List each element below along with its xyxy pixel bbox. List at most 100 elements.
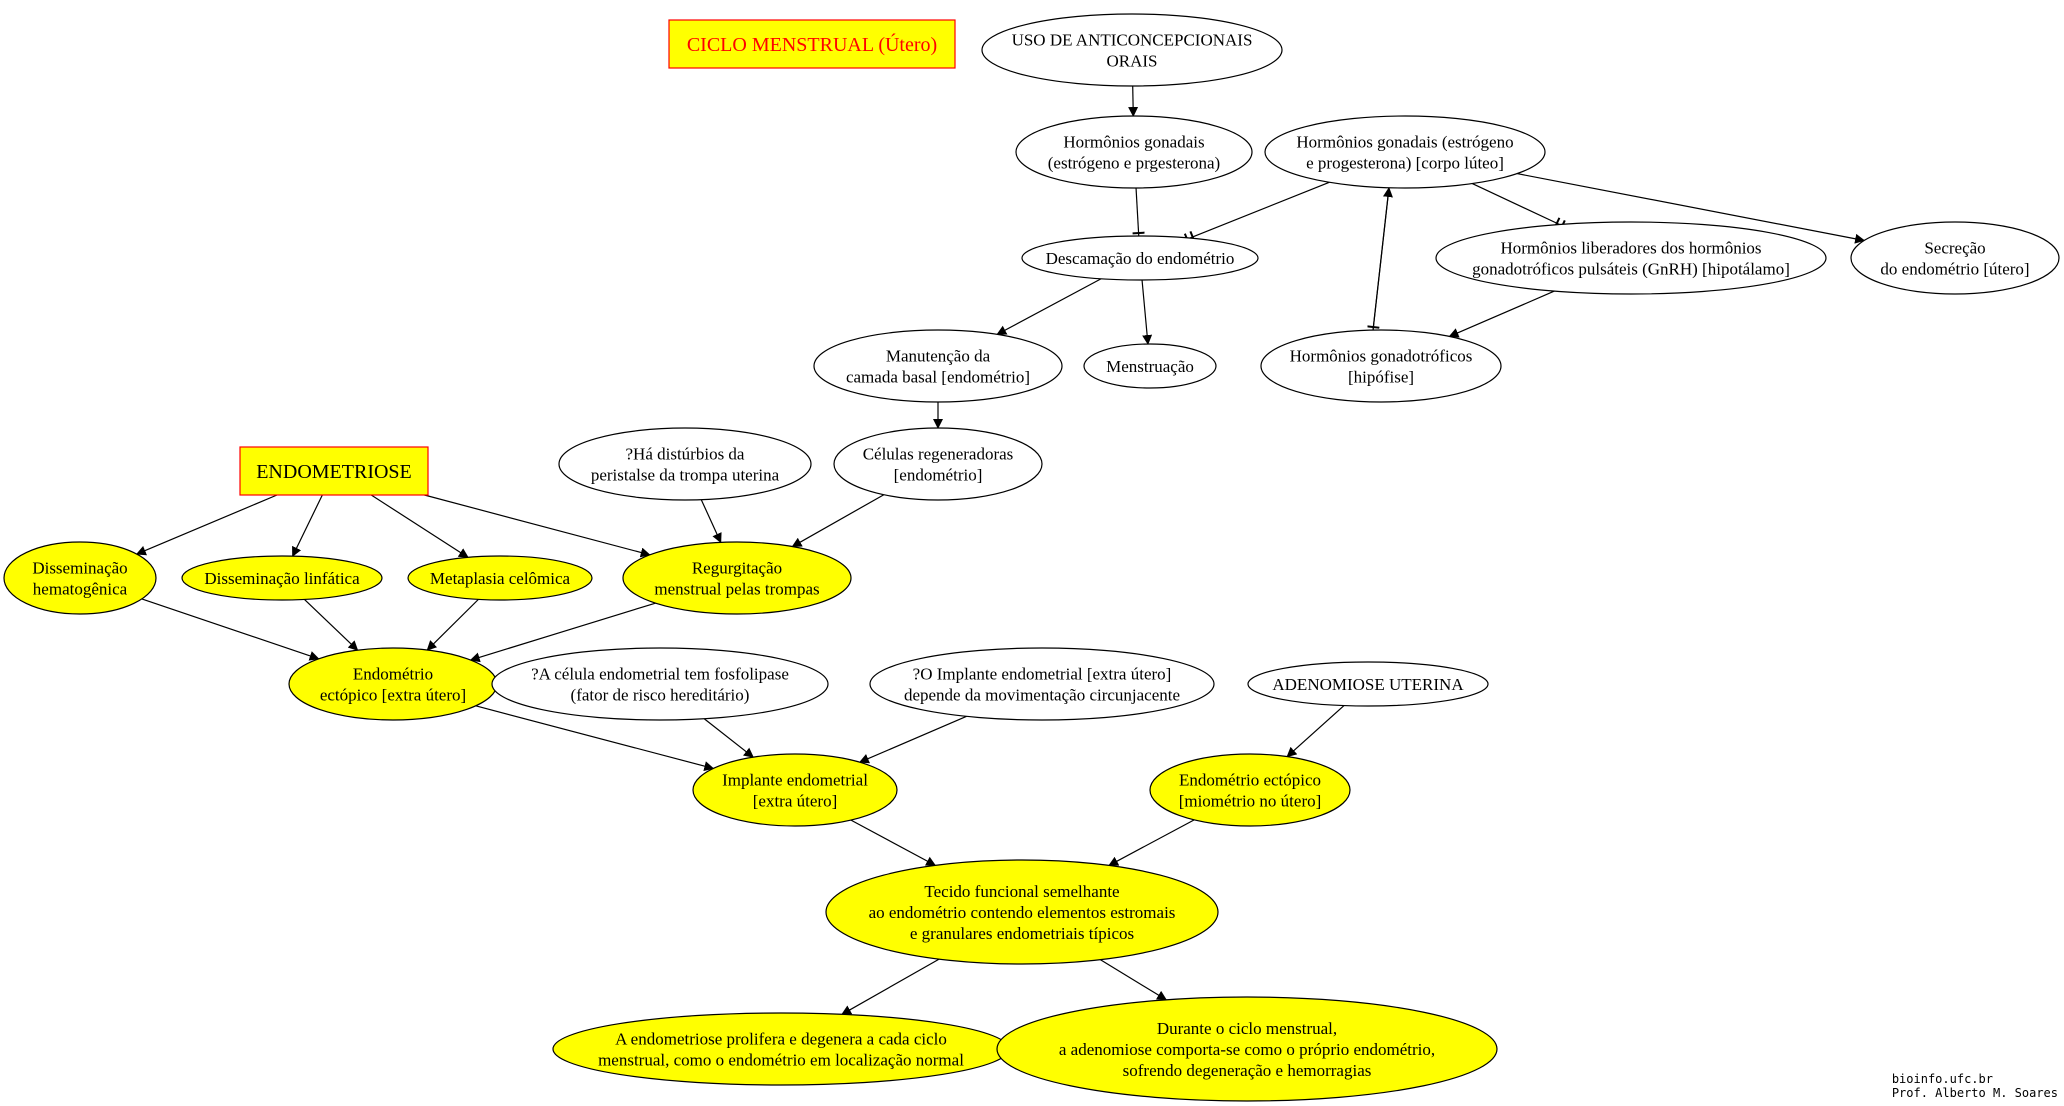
node-metaplasia-shape [407,555,593,601]
edge-hematogenica-to-ectopico [141,598,320,661]
edge-endometriose-to-linfatica [292,494,323,558]
edge-gnrh-to-gonadotroficos [1448,290,1555,338]
node-menstruacao-shape [1083,343,1217,389]
node-gnrh: Hormônios liberadores dos hormôniosgonad… [1435,221,1827,295]
node-prolifera-line-1: menstrual, como o endométrio em localiza… [598,1051,964,1070]
node-uso-line-1: ORAIS [1106,52,1157,71]
edge-horm_gon_cl-to-descamacao [1183,181,1330,246]
node-gonadotroficos: Hormônios gonadotróficos [hipófise] [1260,329,1502,403]
edge-implante_dep-to-implante [858,715,967,764]
node-horm_gon-line-1: (estrógeno e prgesterona) [1048,154,1220,173]
edge-tecido-to-durante [1099,959,1168,1001]
node-durante-shape [996,996,1498,1102]
title-endometriose: ENDOMETRIOSE [256,461,412,483]
node-disturbios-line-0: ?Há distúrbios da [626,445,745,464]
edge-disturbios-to-regurgitacao [700,499,722,544]
node-ectopico_mio-line-0: Endométrio ectópico [1179,771,1321,790]
edge-ectopico-to-implante [475,705,715,771]
node-ectopico-line-1: ectópico [extra útero] [320,686,466,705]
node-implante-shape [692,753,898,827]
node-horm_gon: Hormônios gonadais (estrógeno e prgestero… [1015,115,1253,189]
edge-descamacao-to-menstruacao [1141,279,1153,346]
title-box-endometriose: ENDOMETRIOSE [239,446,429,496]
node-linfatica: Disseminação linfática [181,555,383,601]
node-celulas: Células regeneradoras[endométrio] [833,427,1043,501]
node-implante: Implante endometrial[extra útero] [692,753,898,827]
node-linfatica-line-0: Disseminação linfática [204,569,360,588]
node-fosfolipase-line-0: ?A célula endometrial tem fosfolipase [531,665,789,684]
node-secrecao-shape [1850,221,2060,295]
node-menstruacao-line-0: Menstruação [1106,357,1194,376]
node-descamacao-line-0: Descamação do endométrio [1046,249,1235,268]
node-hematogenica-line-0: Disseminação [32,559,127,578]
node-metaplasia-line-0: Metaplasia celômica [430,569,571,588]
node-descamacao-shape [1021,235,1259,281]
title-box-ciclo-shape [668,19,956,69]
edge-metaplasia-to-ectopico [426,598,479,651]
node-uso-line-0: USO DE ANTICONCEPCIONAIS [1012,31,1253,50]
node-prolifera-line-0: A endometriose prolifera e degenera a ca… [615,1030,947,1049]
node-gonadotroficos-shape [1260,329,1502,403]
node-implante-line-1: [extra útero] [753,792,837,811]
node-disturbios: ?Há distúrbios da peristalse da trompa ut… [558,427,812,501]
node-regurgitacao-line-1: menstrual pelas trompas [654,580,819,599]
node-implante_dep-line-1: depende da movimentação circunjacente [904,686,1180,705]
node-ectopico_mio-line-1: [miométrio no útero] [1179,792,1322,811]
node-ectopico_mio: Endométrio ectópico [miométrio no útero] [1149,753,1351,827]
node-horm_gon-line-0: Hormônios gonadais [1063,133,1204,152]
node-gonadotroficos-line-1: [hipófise] [1348,368,1414,387]
edge-linfatica-to-ectopico [304,599,359,651]
edge-uso-to-horm_gon [1128,85,1139,118]
node-fosfolipase: ?A célula endometrial tem fosfolipase(fa… [491,647,829,721]
edge-implante-to-tecido [850,819,937,866]
node-secrecao: Secreção do endométrio [útero] [1850,221,2060,295]
edge-horm_gon-to-descamacao [1132,187,1145,241]
title-ciclo: CICLO MENSTRUAL (Útero) [687,32,937,56]
node-horm_gon_cl-line-1: e progesterona) [corpo lúteo] [1306,154,1504,173]
node-disturbios-line-1: peristalse da trompa uterina [591,466,780,485]
node-durante-line-2: sofrendo degeneração e hemorragias [1123,1061,1372,1080]
node-secrecao-line-1: do endométrio [útero] [1880,260,2029,279]
node-tecido-line-2: e granulares endometriais típicos [910,924,1134,943]
edge-descamacao-to-manutencao [996,278,1102,335]
node-gnrh-line-0: Hormônios liberadores dos hormônios [1500,239,1761,258]
node-tecido-line-0: Tecido funcional semelhante [924,882,1119,901]
node-adenomiose: ADENOMIOSE UTERINA [1247,661,1489,707]
credit-site: bioinfo.ufc.br [1891,1072,1993,1086]
node-ectopico-shape [288,647,498,721]
node-hematogenica-line-1: hematogênica [33,580,128,599]
edge-endometriose-to-metaplasia [370,494,469,558]
edge-ectopico_mio-to-tecido [1108,819,1195,866]
node-prolifera-shape [552,1012,1010,1086]
edge-celulas-to-regurgitacao [791,494,885,548]
edge-adenomiose-to-ectopico_mio [1286,705,1345,758]
node-hematogenica-shape [3,541,157,615]
node-regurgitacao: Regurgitação menstrual pelas trompas [622,541,852,615]
node-gonadotroficos-line-0: Hormônios gonadotróficos [1290,347,1473,366]
node-secrecao-line-0: Secreção [1924,239,1985,258]
edges [135,85,1866,1015]
edge-horm_gon_cl-to-gnrh [1472,183,1566,232]
node-hematogenica: Disseminação hematogênica [3,541,157,615]
node-regurgitacao-line-0: Regurgitação [692,559,782,578]
node-celulas-shape [833,427,1043,501]
node-implante_dep-line-0: ?O Implante endometrial [extra útero] [913,665,1172,684]
node-horm_gon-shape [1015,115,1253,189]
node-ectopico: Endométrio ectópico [extra útero] [288,647,498,721]
node-linfatica-shape [181,555,383,601]
edge-horm_gon_cl-to-secrecao [1516,173,1866,244]
node-descamacao: Descamação do endométrio [1021,235,1259,281]
node-durante-line-0: Durante o ciclo menstrual, [1157,1019,1337,1038]
node-metaplasia: Metaplasia celômica [407,555,593,601]
credit: bioinfo.ufc.br Prof. Alberto M. Soares [1892,1072,2058,1100]
node-gnrh-shape [1435,221,1827,295]
edge-fosfolipase-to-implante [703,718,754,758]
node-tecido-line-1: ao endométrio contendo elementos estroma… [869,903,1176,922]
node-durante-line-1: a adenomiose comporta-se como o próprio … [1059,1040,1435,1059]
node-manutencao-shape [813,329,1063,403]
node-ectopico-line-0: Endométrio [353,665,433,684]
edge-tecido-to-prolifera [841,958,940,1015]
title-box-ciclo: CICLO MENSTRUAL (Útero) [668,19,956,69]
